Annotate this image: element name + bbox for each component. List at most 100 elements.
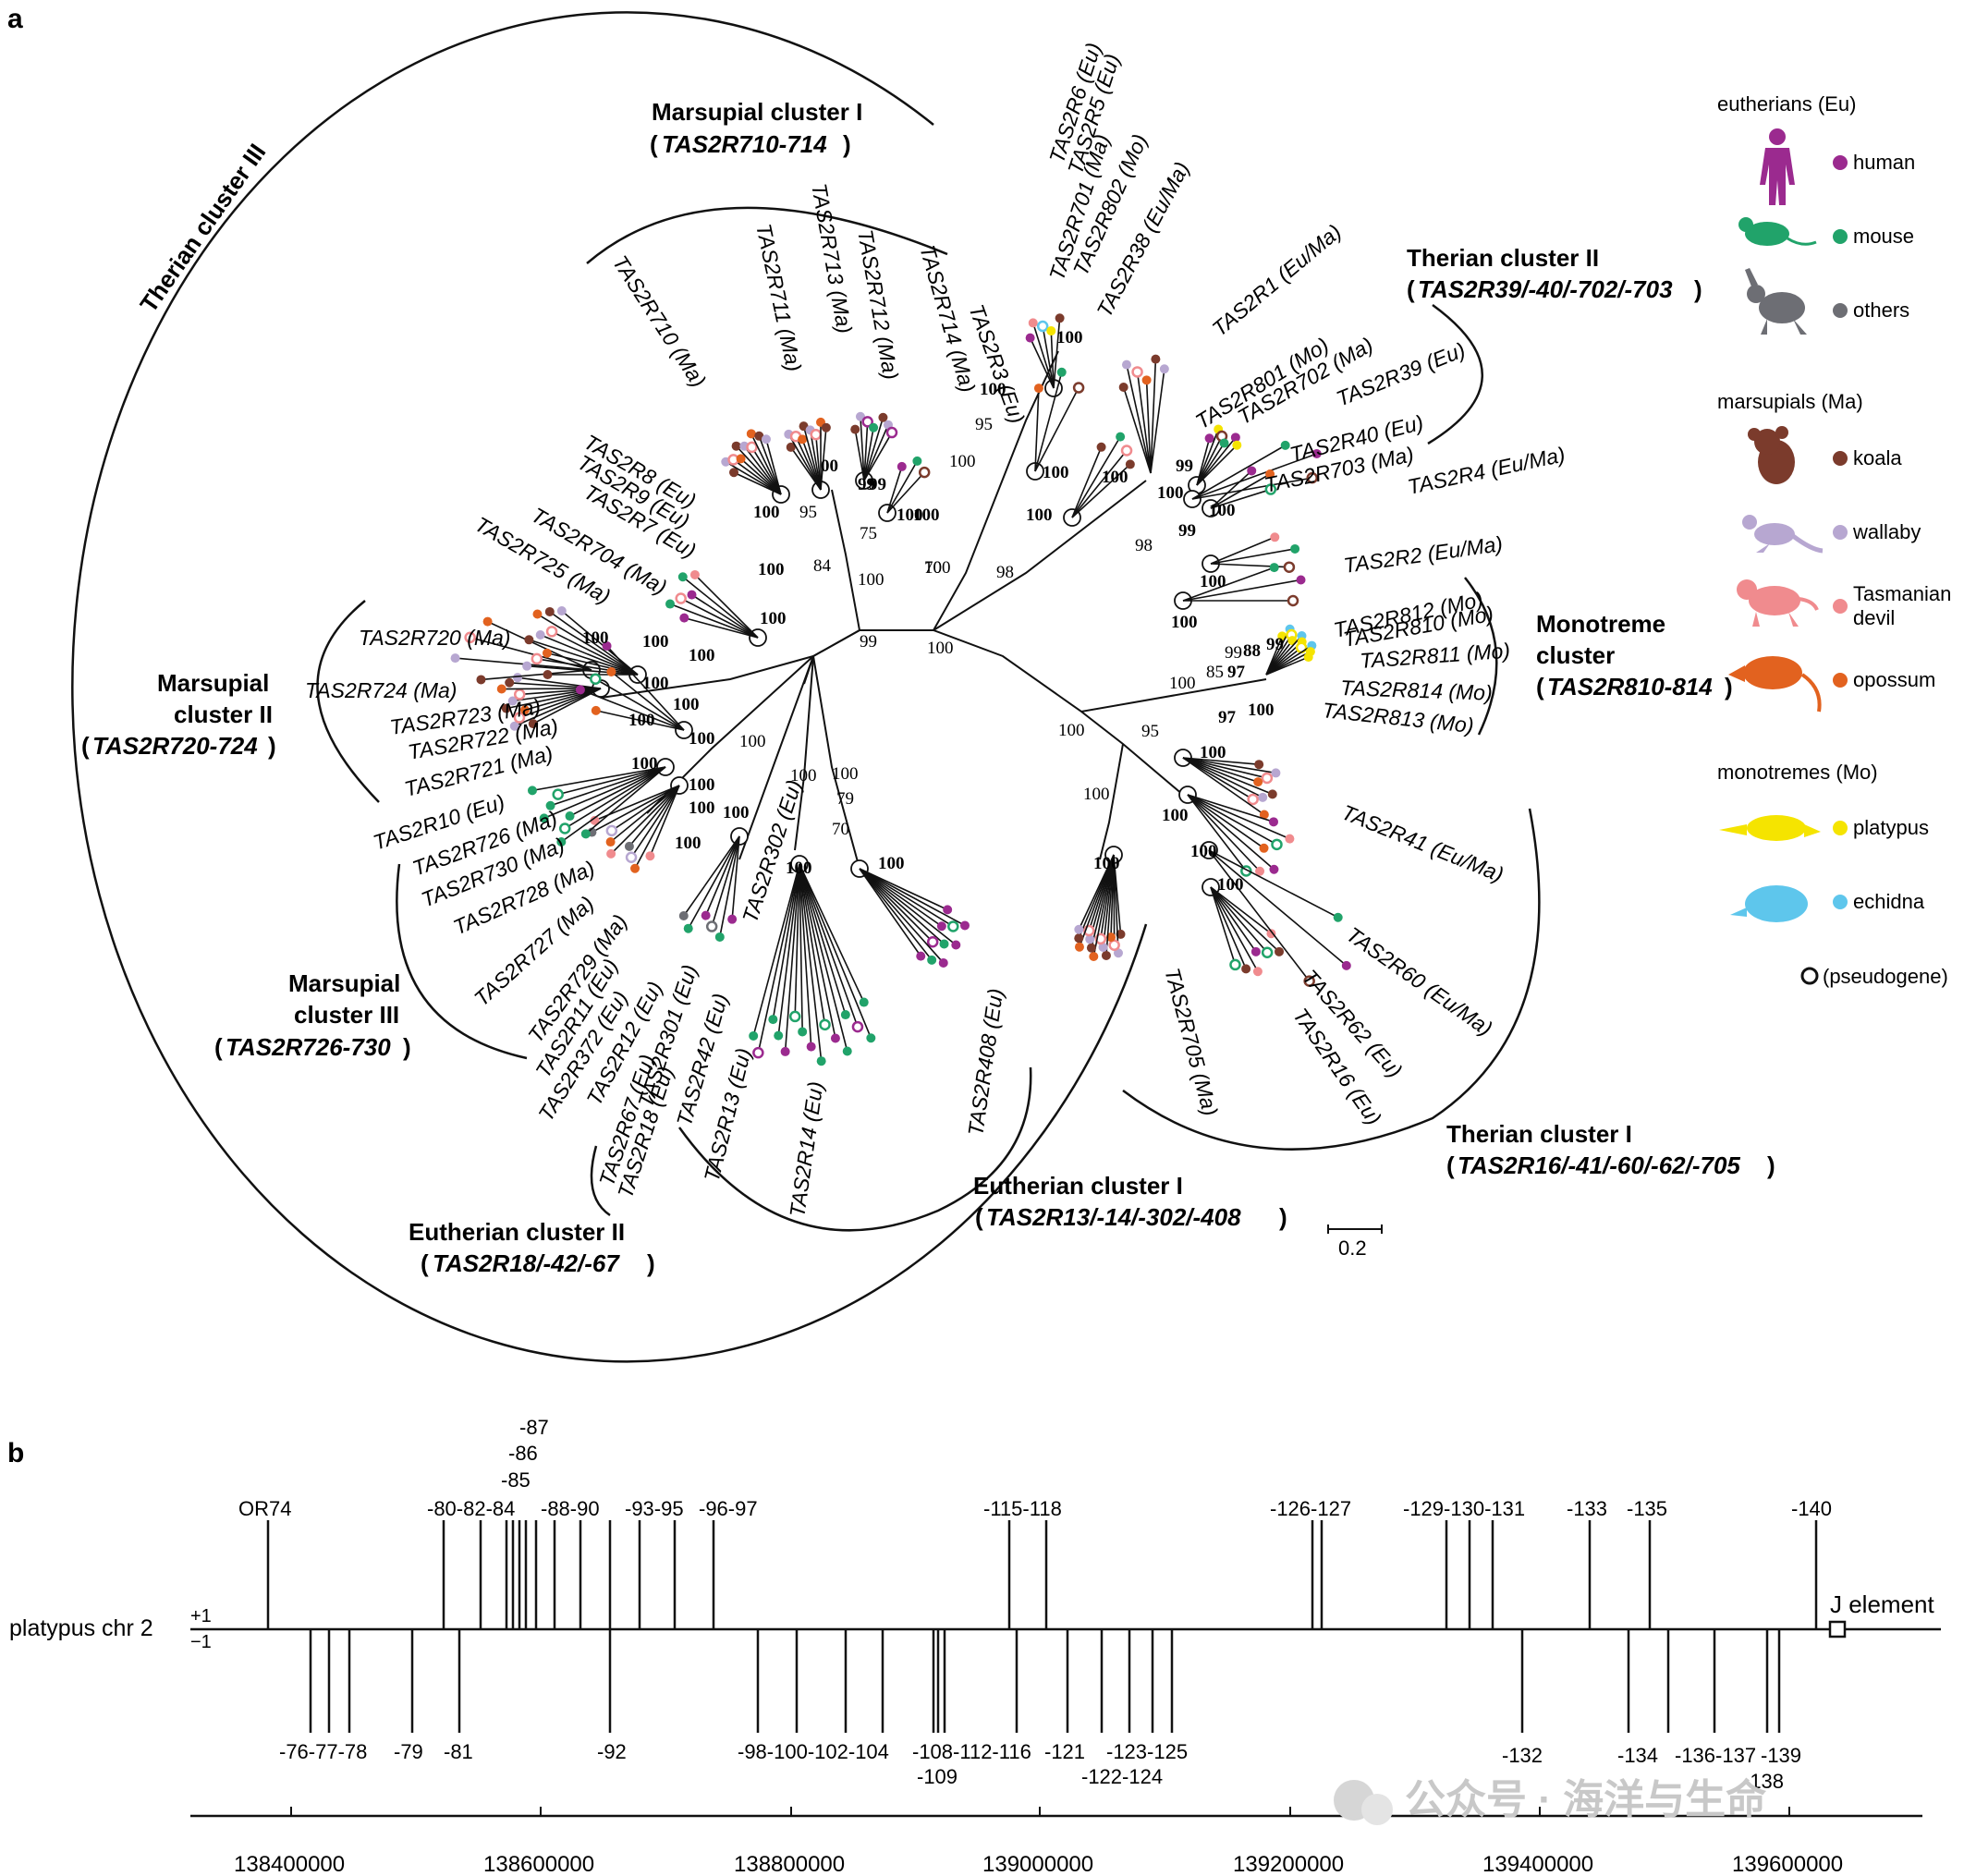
tip-marker (701, 910, 711, 920)
tip-marker (1056, 367, 1067, 377)
svg-text:Marsupial cluster I: Marsupial cluster I (652, 98, 862, 126)
leaf-label: TAS2R712 (Ma) (853, 227, 903, 381)
legend-dot-koala (1833, 451, 1848, 466)
tip-marker (1096, 442, 1106, 452)
tip-marker (1108, 939, 1120, 951)
tip-marker (1118, 383, 1128, 393)
svg-text:cluster: cluster (1536, 641, 1615, 669)
tip-marker (675, 592, 687, 604)
tip-marker (1271, 838, 1283, 851)
tip-marker (464, 631, 476, 644)
tip-marker (1266, 929, 1276, 939)
tip-marker (705, 920, 718, 932)
bootstrap-value: 99 (1176, 457, 1193, 476)
panel-a-letter: a (7, 4, 23, 34)
tip-marker (788, 1010, 801, 1023)
svg-text:TAS2R18/-42/-67: TAS2R18/-42/-67 (433, 1249, 620, 1277)
bootstrap-value: 100 (1102, 468, 1128, 487)
tip-marker (806, 1042, 816, 1052)
tip-marker (528, 719, 538, 729)
bootstrap-value: 100 (739, 732, 766, 751)
tip-marker (524, 635, 534, 645)
tip-marker (816, 1056, 826, 1066)
marsupial-cluster-ii-arc (316, 600, 380, 803)
tip-marker (916, 951, 926, 961)
legend-dot-others (1833, 303, 1848, 318)
tip-marker (1204, 433, 1214, 444)
tip-marker (565, 811, 575, 822)
tip-marker (509, 721, 519, 731)
tip-marker (1271, 768, 1281, 778)
tip-marker (1296, 575, 1306, 585)
legend-label-echidna: echidna (1853, 890, 1925, 913)
bootstrap-value: 100 (1162, 806, 1189, 825)
legend-label-devil: devil (1853, 606, 1895, 629)
legend-label-pseudogene: (pseudogene) (1823, 965, 1948, 988)
therian-cluster-iii-label: Therian cluster III (134, 139, 271, 318)
tip-marker (959, 920, 970, 931)
tip-marker (513, 712, 526, 724)
x-tick-label: 139600000 (1732, 1852, 1843, 1876)
bootstrap-value: 99 (1266, 635, 1284, 654)
bootstrap-value: 100 (689, 646, 715, 665)
bootstrap-value: 95 (1141, 722, 1159, 741)
tip-marker (1303, 975, 1315, 987)
monotreme-cluster-label: Monotreme cluster ( TAS2R810-814 ) (1536, 610, 1733, 700)
svg-text:): ) (647, 1249, 655, 1277)
bootstrap-value: 97 (1227, 663, 1246, 682)
tip-marker (866, 1033, 876, 1043)
tip-marker (522, 661, 532, 671)
bootstrap-value: 88 (1243, 641, 1261, 661)
tip-marker (1074, 942, 1084, 952)
tip-marker (556, 836, 567, 847)
therian-cluster-iii-arc (71, 11, 1148, 1363)
tip-marker (1098, 942, 1108, 952)
tip-marker (798, 1027, 808, 1037)
bootstrap-value: 100 (1171, 613, 1198, 632)
bootstrap-value: 100 (723, 803, 750, 822)
tip-marker (861, 416, 873, 428)
bootstrap-value: 100 (858, 570, 884, 590)
tip-marker (1120, 445, 1133, 457)
tip-marker (878, 412, 888, 422)
leaf-label: TAS2R2 (Eu/Ma) (1342, 531, 1504, 578)
svg-text:TAS2R726-730: TAS2R726-730 (226, 1033, 391, 1061)
svg-text:Therian cluster I: Therian cluster I (1446, 1120, 1632, 1148)
tip-marker (1125, 459, 1135, 469)
bootstrap-value: 100 (675, 834, 701, 853)
tip-marker (768, 1015, 778, 1025)
tip-marker (927, 955, 937, 965)
leaf-label: TAS2R4 (Eu/Ma) (1406, 442, 1568, 498)
tip-marker (513, 673, 523, 683)
legend-dot-opossum (1833, 673, 1848, 688)
svg-text:cluster II: cluster II (174, 700, 273, 728)
tip-marker (714, 932, 725, 942)
svg-text:): ) (1694, 275, 1702, 303)
tip-marker (936, 921, 946, 932)
bootstrap-value: 100 (1043, 463, 1069, 482)
tip-marker (1265, 469, 1275, 479)
gene-label: OR74 (238, 1497, 291, 1520)
tip-marker (1101, 950, 1111, 960)
bootstrap-value: 95 (799, 503, 817, 522)
tip-marker (605, 824, 618, 837)
tip-marker (531, 652, 543, 665)
legend-dot-devil (1833, 599, 1848, 614)
bootstrap-value: 85 (1206, 663, 1224, 682)
tip-marker (1287, 636, 1298, 646)
gene-label: -133 (1567, 1497, 1607, 1520)
tip-marker (830, 1033, 840, 1043)
gene-label: -86 (508, 1442, 538, 1465)
tip-marker (951, 940, 961, 950)
bootstrap-value: 97 (1218, 708, 1237, 727)
svg-text:): ) (403, 1033, 411, 1061)
bootstrap-value: 100 (1026, 506, 1053, 525)
tip-marker (1290, 543, 1300, 554)
tree-branches (450, 313, 1351, 1066)
gene-label: -121 (1044, 1740, 1085, 1763)
koala-silhouette-icon (1748, 426, 1795, 484)
tip-marker (1250, 946, 1261, 956)
tip-marker (736, 454, 746, 464)
gene-label: -134 (1617, 1744, 1658, 1767)
tip-marker (840, 1010, 850, 1020)
